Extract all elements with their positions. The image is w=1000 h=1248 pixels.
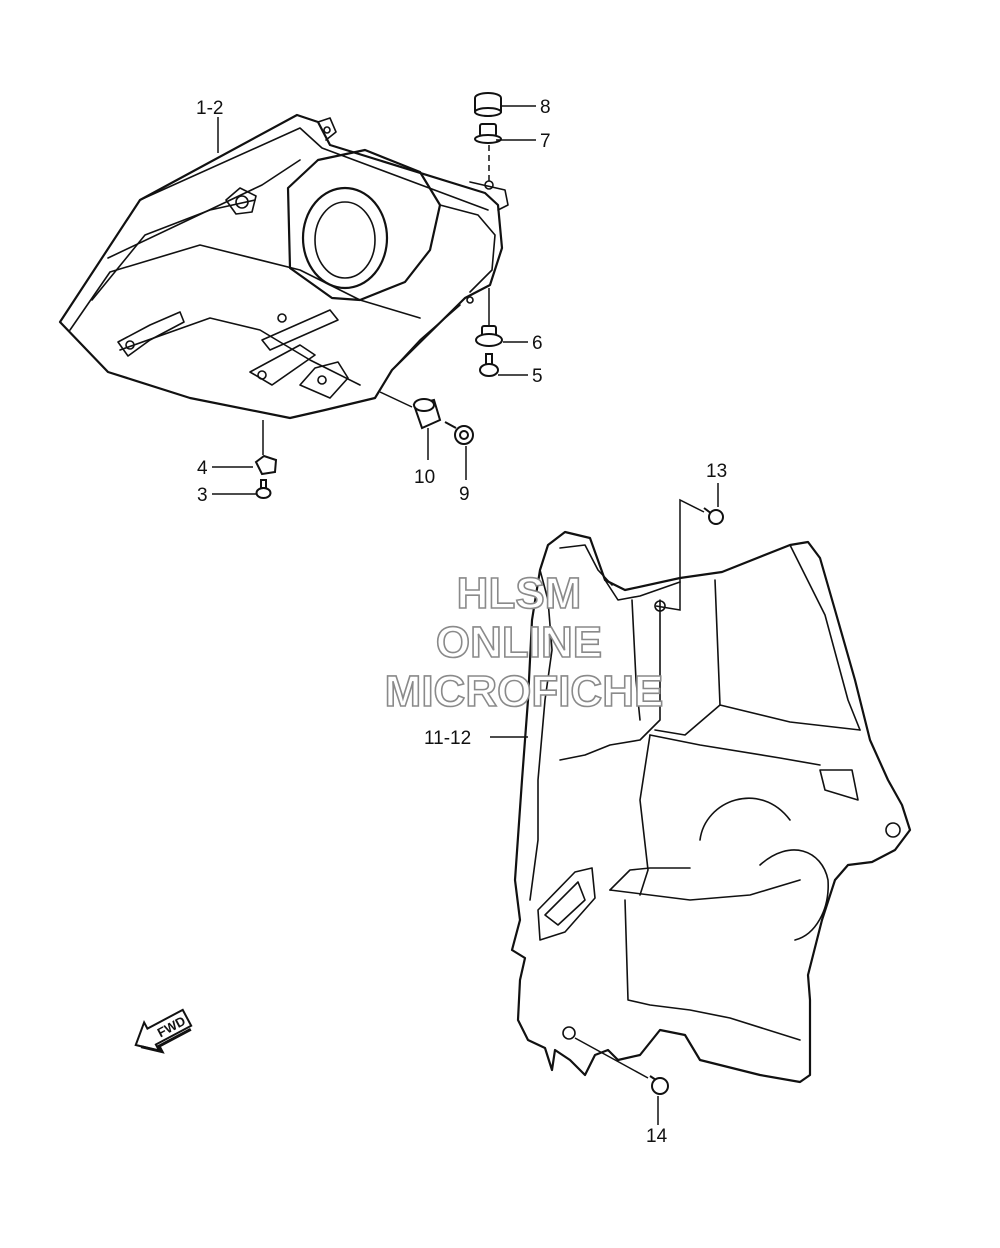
grommet-10 <box>412 398 442 430</box>
lower-cover-part <box>510 530 912 1084</box>
screw-3 <box>255 479 272 499</box>
callout-13: 13 <box>706 461 727 482</box>
callout-7: 7 <box>540 131 551 152</box>
screw-9 <box>444 421 474 445</box>
callout-9: 9 <box>459 484 470 505</box>
collar-6 <box>475 325 503 347</box>
collar-7 <box>474 123 502 144</box>
leader-lines <box>212 105 719 1125</box>
callout-10: 10 <box>414 467 435 488</box>
callout-1-2: 1-2 <box>196 98 223 119</box>
grommet-8 <box>474 92 502 117</box>
rivet-14 <box>649 1075 669 1095</box>
clip-nut-4 <box>254 454 278 476</box>
callout-8: 8 <box>540 97 551 118</box>
watermark-line-3: MICROFICHE <box>385 667 664 716</box>
watermark-line-2: ONLINE <box>436 618 602 667</box>
fwd-arrow-icon: FWD <box>134 1008 193 1054</box>
callout-6: 6 <box>532 333 543 354</box>
callout-5: 5 <box>532 366 543 387</box>
callout-4: 4 <box>197 458 208 479</box>
upper-cover-part <box>58 113 509 420</box>
bolt-5 <box>479 353 499 377</box>
callout-14: 14 <box>646 1126 668 1147</box>
rivet-13 <box>703 507 724 525</box>
watermark-line-1: HLSM <box>457 569 582 618</box>
watermark: HLSM ONLINE MICROFICHE <box>384 568 664 717</box>
callout-3: 3 <box>197 485 208 506</box>
callout-11-12: 11-12 <box>424 728 471 749</box>
